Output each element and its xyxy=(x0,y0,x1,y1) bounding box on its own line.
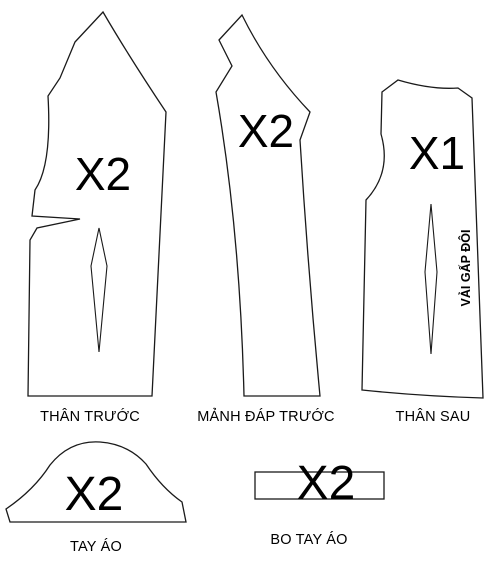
piece-tay-ao: X2 TAY ÁO xyxy=(5,441,187,555)
than-truoc-quantity: X2 xyxy=(75,148,131,200)
manh-dap-truoc-label: MẢNH ĐÁP TRƯỚC xyxy=(197,408,334,425)
tay-ao-label: TAY ÁO xyxy=(70,538,122,555)
bo-tay-ao-label: BO TAY ÁO xyxy=(270,531,347,548)
manh-dap-truoc-outline xyxy=(215,13,321,397)
tay-ao-outline xyxy=(5,441,187,523)
piece-than-truoc: X2 THÂN TRƯỚC xyxy=(27,10,167,425)
bo-tay-ao-outline xyxy=(254,471,385,500)
than-sau-quantity: X1 xyxy=(409,127,465,179)
than-sau-outline xyxy=(361,79,484,399)
than-sau-dart xyxy=(424,203,438,355)
piece-than-sau: X1 VẢI GẤP ĐÔI THÂN SAU xyxy=(361,79,484,425)
than-sau-label: THÂN SAU xyxy=(396,408,471,425)
piece-manh-dap-truoc: X2 MẢNH ĐÁP TRƯỚC xyxy=(197,13,335,425)
piece-bo-tay-ao: X2 BO TAY ÁO xyxy=(254,457,385,548)
than-sau-fold-note: VẢI GẤP ĐÔI xyxy=(458,230,473,307)
than-truoc-dart xyxy=(90,227,108,353)
manh-dap-truoc-quantity: X2 xyxy=(238,105,294,157)
bo-tay-ao-quantity: X2 xyxy=(297,457,356,510)
than-truoc-label: THÂN TRƯỚC xyxy=(40,408,140,425)
than-truoc-outline xyxy=(27,10,167,397)
tay-ao-quantity: X2 xyxy=(65,468,124,521)
